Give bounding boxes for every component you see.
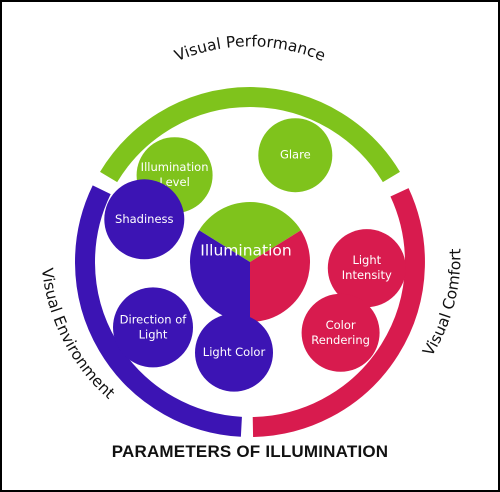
center-circle: Illumination	[189, 201, 311, 322]
center-label: Illumination	[200, 242, 291, 260]
color-rendering-circle-label: Rendering	[311, 333, 370, 347]
shadiness-circle-label: Shadiness	[115, 212, 173, 226]
color-rendering-circle-shape	[301, 293, 380, 372]
direction-of-light-circle-shape	[113, 287, 193, 368]
visual-comfort-arc	[252, 188, 425, 437]
center-sector-performance	[199, 201, 301, 262]
illumination-level-circle-label: Illumination	[141, 160, 209, 174]
diagram-caption: PARAMETERS OF ILLUMINATION	[111, 442, 389, 461]
direction-of-light-circle-label: Light	[139, 327, 168, 341]
light-color-circle-label: Light Color	[203, 345, 266, 359]
parameter-circles: IlluminationLevelGlareLightIntensityColo…	[104, 118, 406, 392]
shadiness-circle: Shadiness	[104, 179, 185, 260]
light-intensity-circle-shape	[327, 229, 406, 308]
color-rendering-circle-label: Color	[326, 318, 356, 332]
light-intensity-circle-label: Light	[352, 253, 381, 267]
glare-circle: Glare	[258, 118, 333, 193]
visual-performance-arc	[100, 87, 400, 183]
light-color-circle-shape	[195, 313, 273, 392]
direction-of-light-circle-label: Direction of	[120, 312, 188, 326]
illumination-level-circle-label: Level	[159, 175, 189, 189]
shadiness-circle-shape	[104, 179, 185, 260]
visual-environment-arc	[75, 185, 242, 437]
light-intensity-circle-label: Intensity	[342, 268, 392, 282]
visual-comfort-label: Visual Comfort	[419, 248, 464, 359]
light-color-circle: Light Color	[195, 313, 273, 392]
visual-performance-label: Visual Performance	[172, 32, 328, 65]
outer-rings	[75, 87, 425, 437]
center-sector-environment	[189, 230, 250, 322]
glare-circle-label: Glare	[280, 148, 311, 162]
center-sector-comfort	[250, 230, 311, 322]
glare-circle-shape	[258, 118, 333, 193]
